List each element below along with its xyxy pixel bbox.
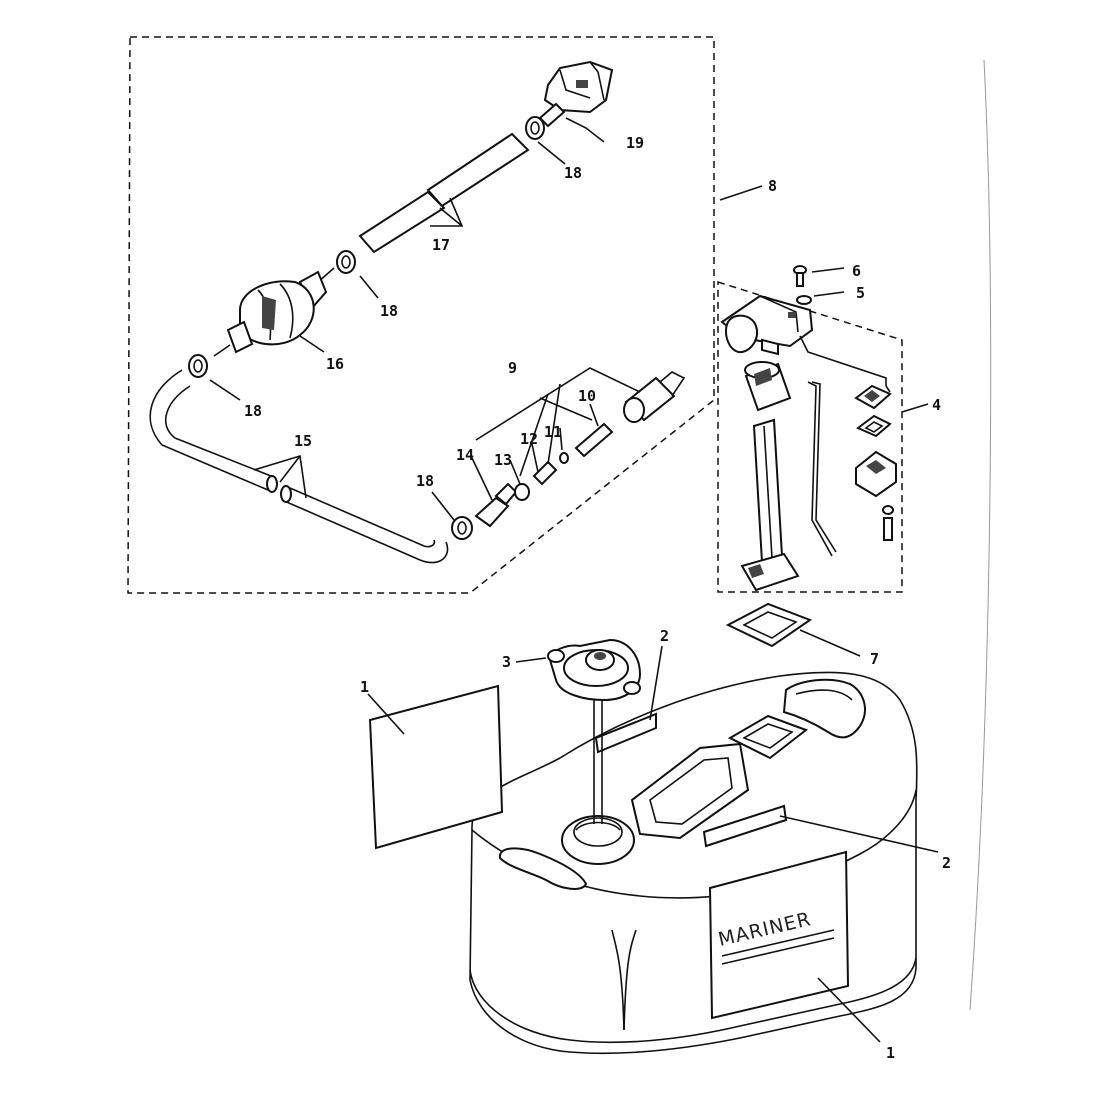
- fuel-hose-15: [149, 369, 449, 564]
- page-edge-line: [969, 59, 992, 1011]
- callout-5: 5: [856, 284, 865, 302]
- callout-17: 17: [432, 236, 450, 254]
- callout-12: 12: [520, 430, 538, 448]
- callout-9: 9: [508, 359, 517, 377]
- callout-2-top: 2: [660, 627, 669, 645]
- callout-14: 14: [456, 446, 474, 464]
- callout-8: 8: [768, 177, 777, 195]
- callout-labels: 19 18 17 18 16 18 15 18 14 13 12 11 10 9…: [244, 134, 951, 1062]
- hose-clamp-18-top: [525, 116, 545, 140]
- callout-3: 3: [502, 653, 511, 671]
- o-ring-11: [559, 452, 569, 464]
- callout-18-bottom: 18: [416, 472, 434, 490]
- callout-6: 6: [852, 262, 861, 280]
- leader-lines-pickup: [799, 267, 929, 657]
- fuel-line-kit-boundary: [127, 36, 715, 594]
- callout-4: 4: [932, 396, 941, 414]
- fuel-cap-3: [547, 638, 642, 824]
- hose-fitting-14: [474, 482, 518, 528]
- callout-10: 10: [578, 387, 596, 405]
- callout-15: 15: [294, 432, 312, 450]
- leader-lines-fuel-line: [209, 117, 763, 521]
- callout-13: 13: [494, 451, 512, 469]
- screw-6: [793, 265, 807, 287]
- fuel-hose-17: [358, 132, 530, 254]
- fuel-tank-body: MARINER: [368, 671, 918, 1055]
- pickup-assembly-boundary: [717, 280, 903, 593]
- callout-19: 19: [626, 134, 644, 152]
- o-ring-13: [514, 483, 530, 501]
- primer-bulb-16: [213, 267, 335, 357]
- gasket-7: [725, 602, 813, 648]
- check-valve-12: [532, 460, 558, 486]
- fuel-connector-19: [538, 60, 614, 128]
- loose-decal-1: [368, 684, 504, 850]
- callout-11: 11: [544, 423, 562, 441]
- callout-1-tank: 1: [886, 1044, 895, 1062]
- callout-7: 7: [870, 650, 879, 668]
- fitting-body-10: [574, 422, 614, 458]
- leader-lines-tank: [367, 645, 939, 1043]
- pickup-assembly-4: [720, 294, 897, 592]
- callout-1-decal: 1: [360, 678, 369, 696]
- callout-18-middle: 18: [380, 302, 398, 320]
- callout-18-left: 18: [244, 402, 262, 420]
- hose-clamp-18-left: [188, 354, 208, 378]
- washer-5: [796, 295, 812, 305]
- hose-clamp-18-bottom: [451, 516, 473, 540]
- callout-2-bottom: 2: [942, 854, 951, 872]
- connector-9: [623, 371, 686, 423]
- callout-16: 16: [326, 355, 344, 373]
- hose-clamp-18-middle: [336, 250, 356, 274]
- callout-18-top: 18: [564, 164, 582, 182]
